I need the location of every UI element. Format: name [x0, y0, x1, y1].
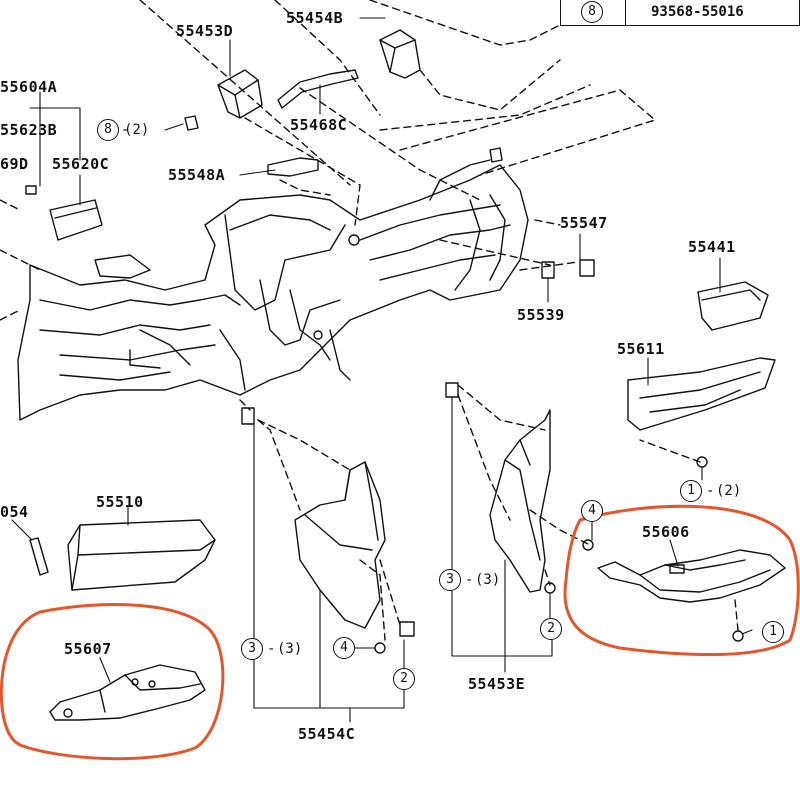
highlight-circle-55606	[563, 504, 800, 657]
callout-4-right[interactable]: 4	[581, 500, 603, 522]
part-55548A-shape	[267, 157, 319, 177]
part-55611-shape	[627, 357, 776, 431]
label-55623B[interactable]: 55623B	[0, 121, 58, 139]
dash-1-upper: -	[706, 483, 715, 499]
label-55548A[interactable]: 55548A	[168, 166, 226, 184]
label-55606[interactable]: 55606	[642, 523, 690, 541]
callout-2-right[interactable]: 2	[540, 618, 562, 640]
part-55441-shape	[697, 281, 769, 331]
instrument-panel	[17, 159, 529, 421]
label-55469D[interactable]: 69D	[0, 155, 29, 173]
table-ref-cell	[561, 0, 626, 25]
part-55454B-shape	[379, 29, 421, 79]
label-55441[interactable]: 55441	[688, 238, 736, 256]
table-part-number: 93568-55016	[651, 4, 744, 20]
callout-8[interactable]: 8	[97, 119, 119, 141]
label-55510[interactable]: 55510	[96, 493, 144, 511]
label-55453D[interactable]: 55453D	[176, 22, 234, 40]
dash-3-left: -	[267, 641, 276, 657]
part-55510-shape	[67, 519, 216, 591]
callout-3-left[interactable]: 3	[241, 638, 263, 660]
label-55604A[interactable]: 55604A	[0, 78, 58, 96]
table-ref-number: 8	[581, 1, 603, 23]
label-55454B[interactable]: 55454B	[286, 9, 344, 27]
dashed-guides-lower	[239, 384, 739, 641]
part-55620C-shape	[49, 199, 103, 241]
quantity-1-upper: (2)	[716, 483, 742, 499]
callout-1-upper[interactable]: 1	[680, 480, 702, 502]
part-55454C-shape	[241, 407, 415, 654]
label-55539[interactable]: 55539	[517, 306, 565, 324]
part-55453D-shape	[217, 69, 263, 119]
label-55620C[interactable]: 55620C	[52, 155, 110, 173]
callout-3-right[interactable]: 3	[439, 569, 461, 591]
quantity-8: (2)	[124, 122, 150, 138]
label-55611[interactable]: 55611	[617, 340, 665, 358]
callout-1-lower[interactable]: 1	[762, 621, 784, 643]
part-55468C-shape	[277, 69, 359, 109]
dash-8: -	[121, 122, 130, 138]
part-55606-shape	[582, 456, 786, 642]
leader-lines	[11, 17, 753, 723]
clip-small-shapes	[25, 115, 595, 279]
part-55607-shape	[49, 664, 206, 721]
label-55547[interactable]: 55547	[560, 214, 608, 232]
highlight-circle-55607	[0, 603, 225, 761]
highlight-annotations	[0, 504, 800, 761]
quantity-3-right: (3)	[475, 572, 501, 588]
label-55054[interactable]: 054	[0, 503, 29, 521]
part-55453E-shape	[445, 382, 556, 594]
dashed-guides-upper	[0, 0, 656, 321]
label-55453E[interactable]: 55453E	[468, 675, 526, 693]
part-55054-shape	[29, 537, 49, 576]
part-reference-table: 8 93568-55016	[560, 0, 800, 26]
quantity-3-left: (3)	[277, 641, 303, 657]
label-55607[interactable]: 55607	[64, 640, 112, 658]
label-55454C[interactable]: 55454C	[298, 725, 356, 743]
callout-4-center[interactable]: 4	[333, 637, 355, 659]
label-55468C[interactable]: 55468C	[290, 116, 348, 134]
dash-3-right: -	[465, 572, 474, 588]
callout-2-center[interactable]: 2	[393, 668, 415, 690]
